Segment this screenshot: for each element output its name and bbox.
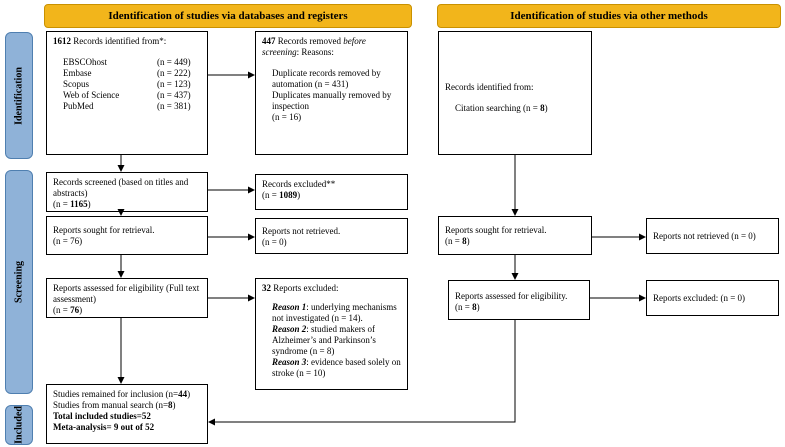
assessed-text: Reports assessed for eligibility (Full t…	[53, 283, 200, 304]
screened-text: Records screened (based on titles and ab…	[53, 177, 189, 198]
records-screened-box: Records screened (based on titles and ab…	[46, 172, 208, 212]
other-assessed-n-post: )	[476, 302, 480, 312]
records-excluded-box: Records excluded** (n = 1089)	[255, 174, 408, 210]
reason-label: Reason 3	[272, 357, 307, 367]
source-name: EBSCOhost	[63, 57, 108, 67]
citation-count: 8	[540, 103, 545, 113]
meta-analysis: Meta-analysis= 9 out of 52	[53, 422, 155, 432]
databases-header: Identification of studies via databases …	[44, 4, 412, 28]
source-row: EBSCOhost (n = 449)	[53, 57, 201, 68]
reports-excluded-text: Reports excluded:	[271, 283, 339, 293]
other-assessed-text: Reports assessed for eligibility.	[455, 291, 568, 301]
other-assessed-count: 8	[472, 302, 477, 312]
source-row: Embase (n = 222)	[53, 68, 201, 79]
included-line1: Studies remained for inclusion (n=	[53, 389, 179, 399]
other-reports-excluded-box: Reports excluded: (n = 0)	[646, 280, 779, 316]
records-removed-box: 447 Records removed before screening: Re…	[255, 31, 408, 155]
excluded-n-pre: (n =	[262, 190, 280, 200]
reason-text: : studied makers of Alzheimer’s and Park…	[272, 324, 376, 356]
dup-manual-n: (n = 16)	[272, 112, 302, 122]
removed-count: 447	[262, 36, 276, 46]
reason-text: : evidence based solely on stroke (n = 1…	[272, 357, 401, 378]
other-assessed-n-pre: (n =	[455, 302, 473, 312]
sought-n: (n = 76)	[53, 236, 83, 246]
included-line2-close: )	[172, 400, 176, 410]
not-retrieved-n: (n = 0)	[262, 237, 287, 247]
reports-not-retrieved-box: Reports not retrieved. (n = 0)	[255, 218, 408, 254]
assessed-n-pre: (n =	[53, 305, 71, 315]
identified-text: Records identified from*:	[71, 36, 167, 46]
reason-label: Reason 2	[272, 324, 307, 334]
source-name: Web of Science	[63, 90, 120, 100]
other-records-identified-box: Records identified from: Citation search…	[438, 31, 592, 155]
included-studies-box: Studies remained for inclusion (n=44) St…	[46, 384, 208, 444]
source-count: (n = 437)	[157, 90, 191, 100]
screened-count: 1165	[70, 199, 88, 209]
other-identified-text: Records identified from:	[445, 82, 534, 92]
source-row: Scopus (n = 123)	[53, 79, 201, 90]
included-line2: Studies from manual search (n=	[53, 400, 169, 410]
citation-close: )	[544, 103, 548, 113]
identification-stage: Identification	[5, 32, 33, 159]
excluded-text: Records excluded**	[262, 179, 336, 189]
source-count: (n = 123)	[157, 79, 191, 89]
not-retrieved-text: Reports not retrieved.	[262, 226, 341, 236]
databases-header-label: Identification of studies via databases …	[108, 10, 348, 22]
other-methods-header: Identification of studies via other meth…	[437, 4, 781, 28]
other-sought-n-post: )	[466, 236, 470, 246]
total-included: Total included studies=52	[53, 411, 151, 421]
reports-sought-box: Reports sought for retrieval. (n = 76)	[46, 216, 208, 255]
other-methods-header-label: Identification of studies via other meth…	[510, 10, 708, 22]
records-identified-box: 1612 Records identified from*: EBSCOhost…	[46, 31, 208, 155]
exclusion-reason: Reason 2: studied makers of Alzheimer’s …	[262, 324, 401, 357]
other-not-retrieved-text: Reports not retrieved (n = 0)	[653, 231, 756, 241]
removed-text: Records removed	[275, 36, 344, 46]
screening-stage: Screening	[5, 170, 33, 394]
reports-excluded-count: 32	[262, 283, 271, 293]
source-count: (n = 381)	[157, 101, 191, 111]
removed-italic: before screening	[262, 36, 366, 57]
reason-label: Reason 1	[272, 302, 307, 312]
source-name: Scopus	[63, 79, 90, 89]
exclusion-reason: Reason 3: evidence based solely on strok…	[262, 357, 401, 379]
reports-assessed-box: Reports assessed for eligibility (Full t…	[46, 278, 208, 318]
included-line1-close: )	[187, 389, 191, 399]
citation-text: Citation searching (n =	[455, 103, 541, 113]
other-not-retrieved-box: Reports not retrieved (n = 0)	[646, 218, 779, 254]
included-line1-count: 44	[178, 389, 188, 399]
dup-auto: Duplicate records removed by automation …	[272, 68, 381, 89]
source-count: (n = 222)	[157, 68, 191, 78]
exclusion-reason: Reason 1: underlying mechanisms not inve…	[262, 302, 401, 324]
included-line2-count: 8	[168, 400, 173, 410]
source-row: Web of Science (n = 437)	[53, 90, 201, 101]
source-count: (n = 449)	[157, 57, 191, 67]
identified-count: 1612	[53, 36, 71, 46]
assessed-n-post: )	[79, 305, 83, 315]
other-sought-count: 8	[462, 236, 467, 246]
arrow-other-assessed-to-included	[208, 320, 516, 426]
other-sought-text: Reports sought for retrieval.	[445, 225, 547, 235]
other-reports-assessed-box: Reports assessed for eligibility. (n = 8…	[448, 280, 590, 320]
screened-n-post: )	[87, 199, 91, 209]
excluded-n-post: )	[297, 190, 301, 200]
assessed-count: 76	[70, 305, 80, 315]
source-name: Embase	[63, 68, 92, 78]
reports-excluded-box: 32 Reports excluded: Reason 1: underlyin…	[255, 278, 408, 390]
dup-manual: Duplicates manually removed by inspectio…	[272, 90, 392, 111]
other-excluded-text: Reports excluded: (n = 0)	[653, 293, 746, 303]
other-sought-n-pre: (n =	[445, 236, 463, 246]
other-reports-sought-box: Reports sought for retrieval. (n = 8)	[438, 216, 592, 255]
screened-n-pre: (n =	[53, 199, 71, 209]
source-row: PubMed (n = 381)	[53, 101, 201, 112]
source-name: PubMed	[63, 101, 94, 111]
removed-reasons: : Reasons:	[296, 47, 334, 57]
excluded-count: 1089	[279, 190, 298, 200]
reason-text: : underlying mechanisms not investigated…	[272, 302, 397, 323]
included-stage: Included	[5, 405, 33, 445]
sought-text: Reports sought for retrieval.	[53, 225, 155, 235]
